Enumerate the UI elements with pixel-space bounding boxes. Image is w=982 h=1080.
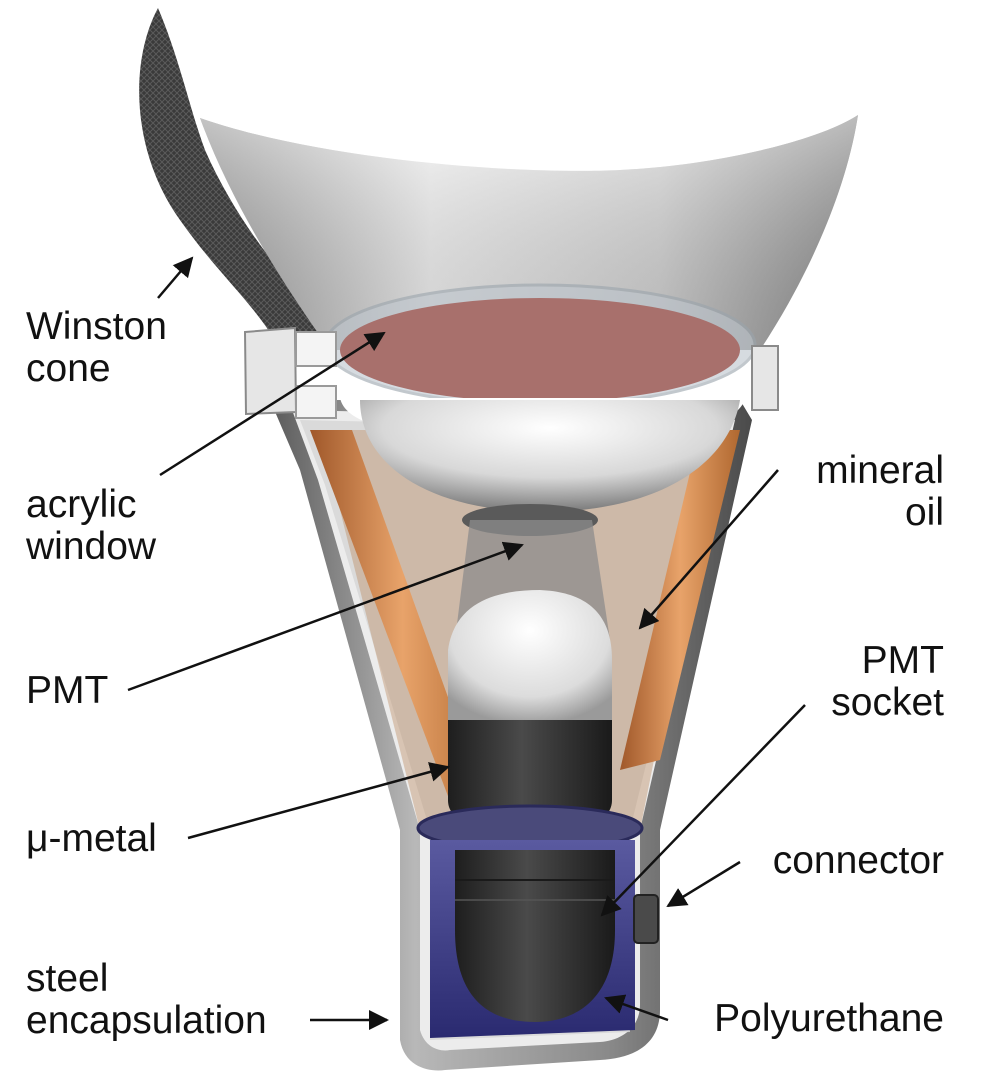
winston-cone-outer [139,8,340,340]
arrow-acrylic-window [159,331,386,477]
label-mineral-oil-line1: mineral [816,449,944,492]
clamp-left [243,326,298,416]
pmt-photocathode [448,590,612,725]
label-winston-cone-line2: cone [26,347,111,390]
label-pmt-socket-line2: socket [831,681,944,724]
pmt-body [448,720,612,830]
label-steel-encapsulation-line2: encapsulation [26,999,267,1042]
label-winston-cone-line1: Winston [26,305,167,348]
arrow-connector [666,860,741,908]
label-mineral-oil-line2: oil [904,491,944,534]
label-connector: connector [772,839,944,882]
arrow-polyurethane [604,994,669,1022]
label-winston-cone: Winston cone [26,306,167,390]
label-polyurethane: Polyurethane [714,997,944,1040]
arrow-winston-cone [157,256,194,299]
clamp-right [751,345,779,411]
arrow-mineral-oil [638,469,779,630]
pmt-socket [455,850,615,1022]
label-pmt: PMT [26,669,109,712]
label-acrylic-window-line1: acrylic [26,483,137,526]
label-pmt-socket: PMT socket [831,640,944,724]
label-steel-encapsulation-line1: steel [26,957,109,1000]
label-steel-encapsulation: steel encapsulation [26,958,267,1042]
label-mineral-oil: mineral oil [816,450,944,534]
arrow-pmt [127,541,524,692]
pmt-bulb [360,400,740,512]
arrow-mu-metal [187,762,450,840]
connector [633,894,659,944]
arrow-pmt-socket [600,704,806,917]
label-acrylic-window: acrylic window [26,484,156,568]
label-acrylic-window-line2: window [26,525,157,568]
label-pmt-socket-line1: PMT [861,639,944,682]
mu-metal-right [620,430,740,770]
label-mu-metal: μ-metal [26,817,157,860]
